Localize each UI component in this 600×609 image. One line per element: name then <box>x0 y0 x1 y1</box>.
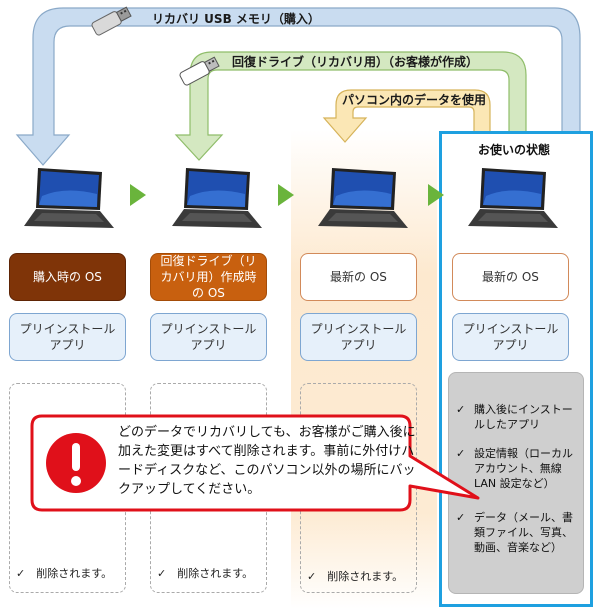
laptop-icon <box>172 168 262 228</box>
app-box: プリインストール アプリ <box>150 313 267 361</box>
deleted-note: ✓ 削除されます。 <box>157 567 254 580</box>
app-box: プリインストール アプリ <box>452 313 569 361</box>
latest-os-column-background <box>291 130 437 609</box>
usb-stick-icon-2 <box>179 56 220 86</box>
exclamation-icon <box>46 433 106 493</box>
pc-data-arrow-label: パソコン内のデータを使用 <box>342 93 487 107</box>
deleted-note: ✓ 削除されます。 <box>16 567 113 580</box>
deleted-note: ✓ 削除されます。 <box>307 570 404 583</box>
step-arrow-icon <box>428 184 444 206</box>
pc-data-arrow <box>322 89 491 143</box>
usb-arrow <box>15 7 581 166</box>
warning-text: どのデータでリカバリしても、お客様がご購入後に加えた変更はすべて削除されます。事… <box>118 425 416 497</box>
app-box: プリインストール アプリ <box>300 313 417 361</box>
os-box-recovery: 回復ドライブ（リカバリ用）作成時の OS <box>150 253 267 301</box>
laptop-icon <box>24 168 114 228</box>
step-arrow-icon <box>278 184 294 206</box>
check-icon: ✓ <box>456 511 466 524</box>
laptop-icon <box>468 168 558 228</box>
check-icon: ✓ <box>456 447 466 460</box>
laptop-icon <box>318 168 408 228</box>
recovery-drive-arrow-label: 回復ドライブ（リカバリ用）（お客様が作成） <box>232 55 479 69</box>
current-item: ✓ データ（メール、書類ファイル、写真、動画、音楽など） <box>456 511 573 554</box>
check-icon: ✓ <box>456 403 466 416</box>
current-item: ✓ 設定情報（ローカルアカウント、無線 LAN 設定など） <box>456 447 573 490</box>
os-box-purchase: 購入時の OS <box>9 253 126 301</box>
current-state-title: お使いの状態 <box>478 143 551 157</box>
current-item: ✓ 購入後にインストールしたアプリ <box>456 403 573 431</box>
step-arrow-icon <box>130 184 146 206</box>
usb-arrow-label: リカバリ USB メモリ（購入） <box>152 12 320 26</box>
os-box-latest: 最新の OS <box>300 253 417 301</box>
app-box: プリインストール アプリ <box>9 313 126 361</box>
current-items-panel <box>448 372 584 594</box>
os-box-current: 最新の OS <box>452 253 569 301</box>
usb-stick-icon <box>91 6 132 36</box>
current-state-frame <box>439 131 593 607</box>
